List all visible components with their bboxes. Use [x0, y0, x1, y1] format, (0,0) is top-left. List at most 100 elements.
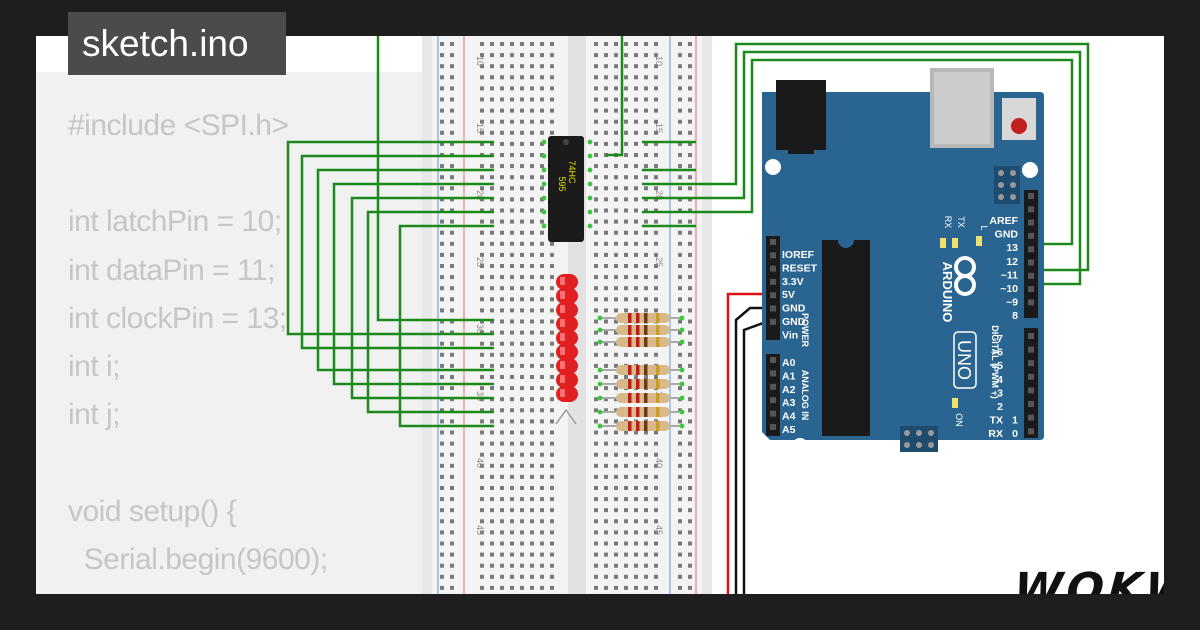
resistor-band	[628, 393, 632, 403]
led	[556, 274, 578, 290]
resistor-band	[656, 379, 660, 389]
arduino-pin-label: 2	[997, 401, 1003, 413]
led-highlight	[560, 389, 565, 397]
chip-pin-dot	[587, 181, 593, 187]
resistor-band	[628, 313, 632, 323]
breadboard-row-label: 40	[654, 458, 664, 468]
resistor-band	[644, 313, 648, 323]
wire-green	[376, 36, 494, 322]
led-highlight	[560, 347, 565, 355]
resistor-body	[616, 407, 670, 417]
led	[556, 302, 578, 318]
resistor-band	[644, 407, 648, 417]
resistor-band	[656, 421, 660, 431]
arduino-pin-label: 3.3V	[782, 276, 804, 288]
resistor-band	[644, 337, 648, 347]
arduino-pin-label: ~9	[1006, 297, 1018, 309]
breadboard-row-label: 40	[475, 458, 485, 468]
wire-green	[300, 154, 494, 350]
header-pin	[1028, 387, 1034, 394]
arduino-pin-label: RX	[988, 428, 1003, 440]
chip-pin-dot	[541, 139, 547, 145]
resistor-pin-dot	[597, 339, 603, 345]
resistor-pin-dot	[679, 395, 685, 401]
wire-5v	[726, 292, 766, 594]
breadboard-row-label: 15	[475, 123, 485, 133]
code-line: #include <SPI.h>	[68, 109, 289, 142]
breadboard-row-label: 45	[475, 525, 485, 535]
breadboard-row-label: 35	[475, 391, 485, 401]
arduino-pin-label: 7	[997, 333, 1003, 345]
arduino-pin-label: ~5	[991, 360, 1003, 372]
wire-green	[398, 224, 494, 428]
code-line: pinMode(latchPin, OUTPUT);	[68, 584, 462, 594]
arduino-pin-label: ~10	[1000, 283, 1018, 295]
header-pin	[1028, 219, 1034, 226]
resistor-body	[616, 393, 670, 403]
resistor-body	[616, 421, 670, 431]
led	[556, 344, 578, 360]
arduino-pin-label: 13	[1006, 242, 1018, 254]
arduino-model-label: UNO	[954, 340, 974, 380]
sketch-title-tab[interactable]: sketch.ino	[68, 12, 286, 75]
resistor-band	[636, 407, 640, 417]
circuit-diagram: 10101515202025253030353540404545 74HC 59…	[286, 36, 1090, 594]
breadboard-row-label: 10	[475, 56, 485, 66]
header-pin	[1028, 299, 1034, 306]
resistor-pin-dot	[597, 409, 603, 415]
resistor-pin-dot	[679, 339, 685, 345]
digital-header-label: DIGITAL (PWM ~)	[990, 325, 1000, 398]
resistor-band	[628, 421, 632, 431]
arduino-infinity-logo	[954, 256, 976, 296]
header-pin	[1028, 206, 1034, 213]
arduino-pin-label: AREF	[989, 215, 1018, 227]
chip-pin-dot	[587, 195, 593, 201]
resistor-band	[628, 379, 632, 389]
wire-green	[366, 210, 494, 414]
resistor-body	[616, 325, 670, 335]
arduino-pin-label: GND	[782, 316, 806, 328]
chip-pin-dot	[587, 167, 593, 173]
led	[556, 288, 578, 304]
chip-pin-dot	[541, 181, 547, 187]
code-line: Serial.begin(9600);	[68, 542, 329, 576]
resistor-band	[644, 421, 648, 431]
arduino-pin-label: A2	[782, 384, 796, 396]
header-pin	[770, 292, 776, 299]
wire-green	[286, 140, 494, 336]
resistor-pin-dot	[679, 409, 685, 415]
resistor-band	[644, 365, 648, 375]
wire-gnd	[742, 320, 767, 594]
chip-pin-dot	[541, 223, 547, 229]
header-pin	[1028, 272, 1034, 279]
code-editor[interactable]: #include <SPI.h>int latchPin = 10;int da…	[68, 102, 461, 594]
header-pin	[770, 383, 776, 390]
code-line: int clockPin = 13;	[68, 301, 287, 335]
led-highlight	[560, 305, 565, 313]
breadboard-row-label: 15	[654, 123, 664, 133]
arduino-brand-label: ARDUINO	[940, 262, 955, 323]
header-pin	[1028, 414, 1034, 421]
led	[556, 358, 578, 374]
chip-pin-dot	[587, 209, 593, 215]
header-pin	[770, 397, 776, 404]
wire-gnd	[734, 306, 766, 594]
header-pin	[770, 305, 776, 312]
led-array	[555, 274, 578, 425]
wire-green	[350, 196, 494, 400]
code-line: int i;	[68, 349, 121, 383]
resistor-body	[616, 379, 670, 389]
led-highlight	[560, 333, 565, 341]
resistor-pin-dot	[679, 367, 685, 373]
header-pin	[770, 410, 776, 417]
resistor-band	[644, 379, 648, 389]
tx-led-label: TX	[956, 216, 966, 228]
header-pin	[1028, 373, 1034, 380]
chip-pin-dot	[587, 223, 593, 229]
led-leads	[555, 408, 577, 425]
rx-led-label: RX	[943, 216, 953, 229]
resistor-body	[616, 337, 670, 347]
arduino-pin-label: ~6	[991, 347, 1003, 359]
code-line: int j;	[68, 398, 121, 432]
arduino-pin-label: 4	[997, 374, 1003, 386]
